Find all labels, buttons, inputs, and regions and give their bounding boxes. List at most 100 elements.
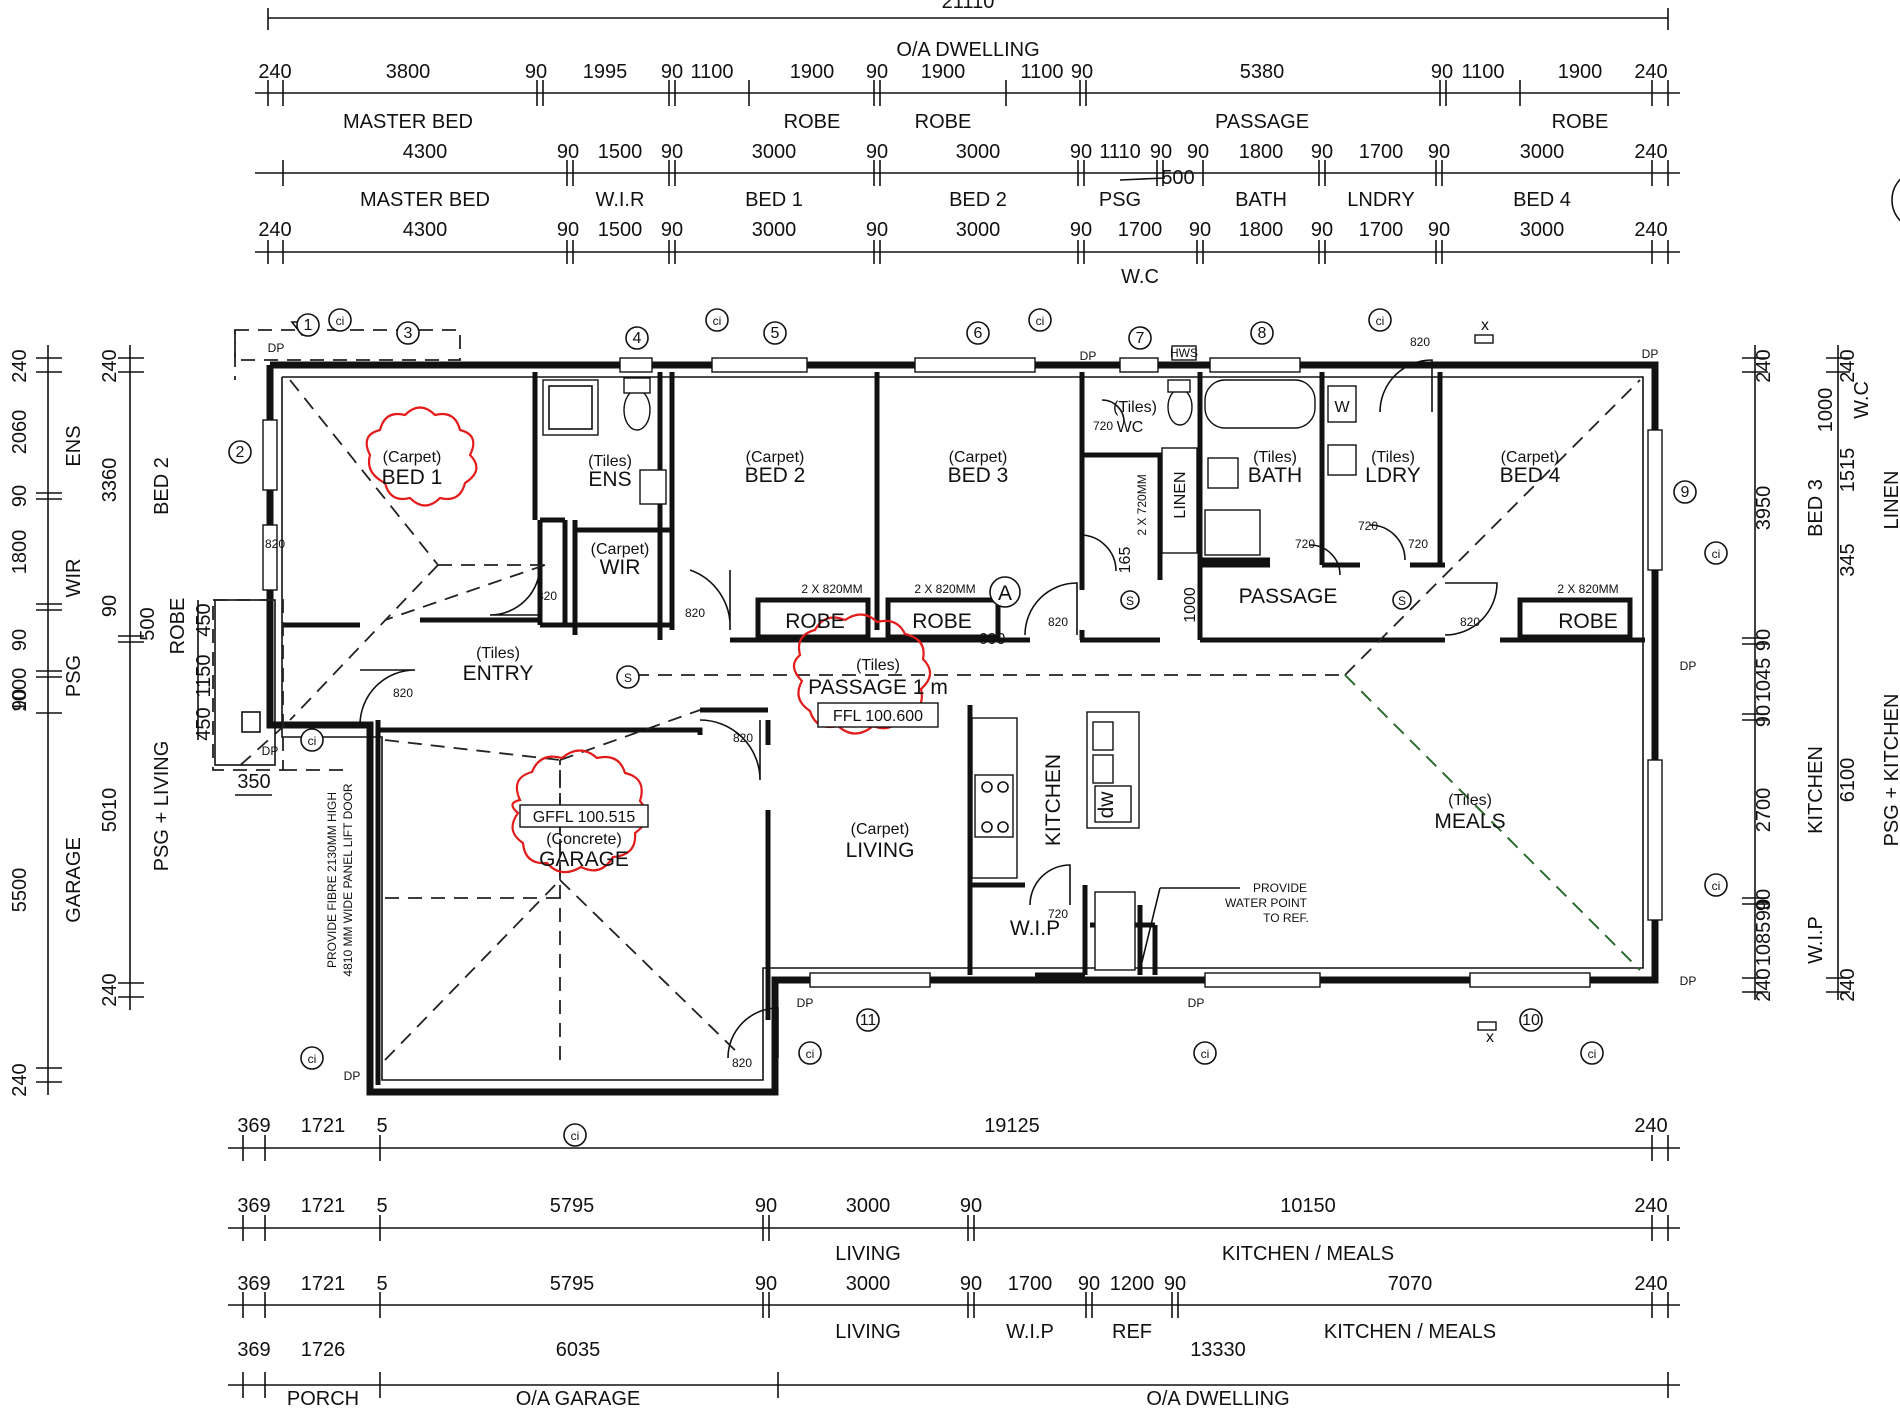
top-r1-d4: 90 (661, 61, 683, 83)
bot-r4-d2: 6035 (556, 1339, 601, 1361)
top-r2-d12: 90 (1311, 141, 1333, 163)
right-o-d7: 1085 (1753, 922, 1775, 967)
water-point-3: TO REF. (1263, 911, 1309, 925)
bot-r1-d4: 240 (1634, 1115, 1667, 1137)
overall-label: O/A DWELLING (896, 39, 1039, 61)
plan-text: 820 (732, 1056, 752, 1070)
plan-text: 720 (1093, 419, 1113, 433)
top-r2-d3: 90 (661, 141, 683, 163)
right-i-d1: 1000 (1815, 388, 1837, 433)
plan-text: 11 (860, 1012, 877, 1029)
x-1: x (1481, 317, 1489, 334)
bot-r4-l2: O/A DWELLING (1146, 1388, 1289, 1410)
right-o-d9: 240 (1753, 968, 1775, 1001)
top-r1-d5: 1100 (690, 61, 733, 83)
bath-finish: (Tiles) (1253, 449, 1297, 466)
window-tags: 1 2 3 4 5 6 7 8 9 10 11 (228, 313, 1697, 1032)
top-r1-l4: ROBE (1552, 111, 1609, 133)
plan-text: ci (713, 314, 722, 328)
bath-name: BATH (1248, 464, 1302, 487)
bed2-name: BED 2 (745, 464, 806, 487)
right-i-l0: W.C (1851, 381, 1873, 419)
top-r1-d1: 3800 (386, 61, 431, 83)
plan-text: 820 (265, 537, 285, 551)
d165: 165 (1117, 547, 1134, 574)
services: DP DP DP DP DP DP DP DP DP ci ci ci ci c… (262, 308, 1728, 1147)
bot-r2-d2: 5 (376, 1195, 387, 1217)
top-r1-d15: 240 (1634, 61, 1667, 83)
plan-text: 2 (236, 444, 245, 461)
right-o-d8: 90 (1753, 899, 1775, 921)
plan-text: DP (1080, 349, 1097, 363)
washing-machine-icon (1327, 385, 1357, 423)
left-o-d5: 1000 (9, 668, 31, 713)
top-r2-l7: BED 4 (1513, 189, 1571, 211)
right-i-d4: 6100 (1837, 758, 1859, 803)
overall-dim: 21110 (942, 0, 995, 13)
north-arrow-icon (1891, 178, 1900, 222)
bot-r4-d1: 1726 (301, 1339, 346, 1361)
top-r2-d0: 4300 (403, 141, 448, 163)
bot-r3-l2: REF (1112, 1321, 1152, 1343)
entry-name: ENTRY (463, 662, 534, 685)
top-r2-d7: 90 (1070, 141, 1092, 163)
top-r2-l3: BED 2 (949, 189, 1007, 211)
plan-text: ci (1036, 314, 1045, 328)
plan-text: 820 (393, 686, 413, 700)
plan-text: ci (1588, 1047, 1597, 1061)
section-a-marker (989, 576, 1021, 608)
plan-text: 820 (1410, 335, 1430, 349)
bed2-finish: (Carpet) (746, 449, 805, 466)
plan-text: 1 (304, 317, 313, 334)
robe-3: ROBE (1558, 610, 1618, 633)
plan-text: 5 (771, 325, 780, 342)
top-r3-d3: 1500 (598, 219, 643, 241)
bot-r2-d0: 369 (237, 1195, 270, 1217)
top-r1-d10: 90 (1071, 61, 1093, 83)
plan-text: 9 (1681, 484, 1690, 501)
bed4-finish: (Carpet) (1501, 449, 1560, 466)
plan-text: DP (262, 744, 279, 758)
robe-size-2: 2 X 820MM (914, 582, 975, 596)
bot-r3-d12: 240 (1634, 1273, 1667, 1295)
top-r3-d16: 240 (1634, 219, 1667, 241)
left-o-l0: ENS (63, 425, 85, 466)
right-o-d3: 1045 (1753, 658, 1775, 703)
ens-name: ENS (588, 468, 631, 491)
left-i-l1: PSG + LIVING (151, 741, 173, 872)
bot-r2-d6: 90 (960, 1195, 982, 1217)
top-r3-d11: 1800 (1239, 219, 1284, 241)
plan-text: ci (336, 314, 345, 328)
plan-text: 4810 MM WIDE PANEL LIFT DOOR (341, 783, 355, 976)
top-r1-d9: 1100 (1020, 61, 1063, 83)
gffl-box (519, 804, 649, 828)
top-r3-d12: 90 (1311, 219, 1333, 241)
plan-text: S (1126, 594, 1134, 608)
top-row3-ticks (267, 240, 1669, 264)
dishwasher-icon (1094, 785, 1132, 823)
left-o-d2: 90 (9, 485, 31, 507)
right-o-l1: KITCHEN (1805, 746, 1827, 834)
lndry-finish: (Tiles) (1371, 449, 1415, 466)
living-name: LIVING (846, 839, 915, 862)
toilet-wc-icon (1167, 388, 1193, 426)
top-r1-l2: ROBE (915, 111, 972, 133)
bot-r3-d7: 1700 (1008, 1273, 1053, 1295)
robe-size-3: 2 X 820MM (1557, 582, 1618, 596)
plan-text: 4 (633, 330, 642, 347)
wir-finish: (Carpet) (591, 541, 650, 558)
garage-name: GARAGE (539, 848, 629, 871)
bot-r4-d0: 369 (237, 1339, 270, 1361)
top-r2-d2: 1500 (598, 141, 643, 163)
wc-name: WC (1117, 419, 1144, 436)
room-labels: (Carpet) BED 1 (Tiles) ENS (Carpet) WIR … (382, 399, 1561, 940)
plan-text: DP (268, 341, 285, 355)
plan-text: 820 (685, 606, 705, 620)
hws-unit (1171, 345, 1197, 361)
left-o-l2: PSG (63, 655, 85, 697)
top-r3-d6: 90 (866, 219, 888, 241)
top-r3-d10: 90 (1189, 219, 1211, 241)
robe-size-1: 2 X 820MM (801, 582, 862, 596)
meals-name: MEALS (1434, 810, 1505, 833)
